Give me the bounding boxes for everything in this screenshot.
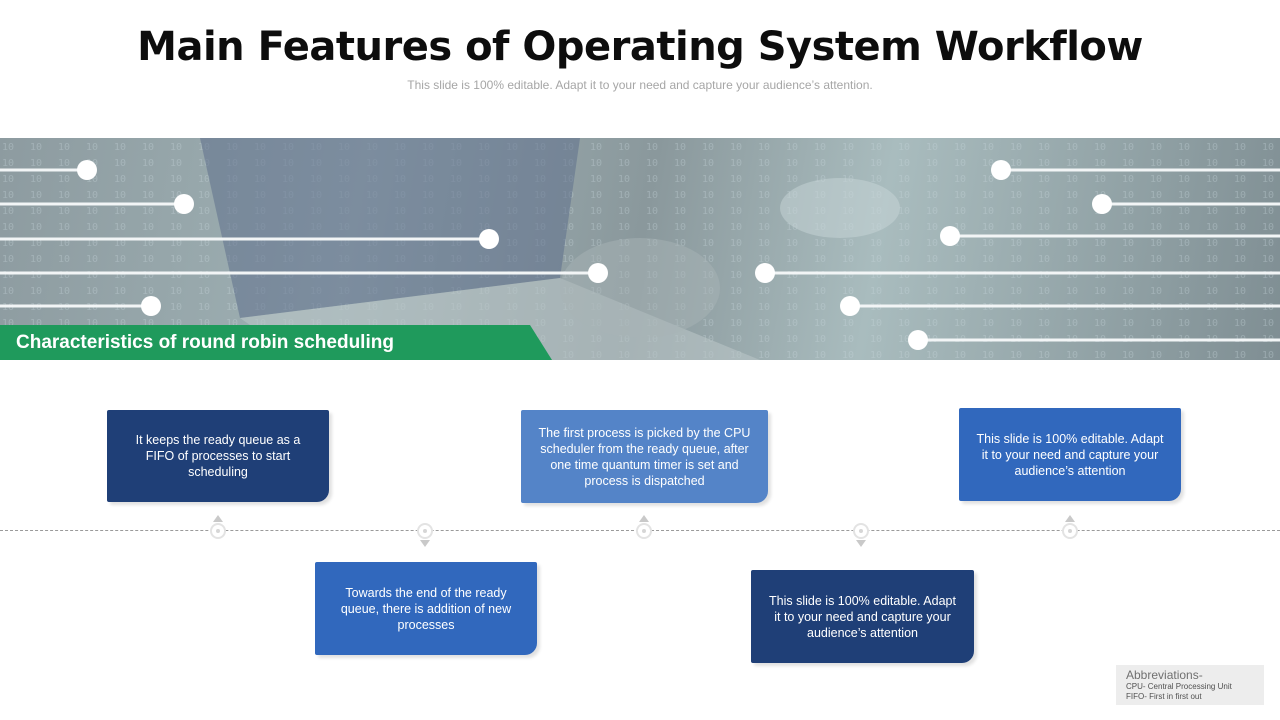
timeline-box-4: This slide is 100% editable. Adapt it to… <box>751 570 974 663</box>
timeline-box-2-text: Towards the end of the ready queue, ther… <box>340 585 512 632</box>
left-connector-dots <box>77 160 608 316</box>
abbreviations-box: Abbreviations- CPU- Central Processing U… <box>1116 665 1264 705</box>
timeline-box-5-text: This slide is 100% editable. Adapt it to… <box>976 431 1164 478</box>
timeline-arrow-down-2 <box>420 540 430 547</box>
slide-title: Main Features of Operating System Workfl… <box>137 24 1143 70</box>
timeline-box-5: This slide is 100% editable. Adapt it to… <box>959 408 1181 501</box>
banner-image: 10 <box>0 138 1280 360</box>
left-connector-lines <box>0 168 598 308</box>
timeline-node-2 <box>417 523 433 539</box>
abbreviation-cpu: CPU- Central Processing Unit <box>1126 682 1232 691</box>
timeline-box-3-text: The first process is picked by the CPU s… <box>538 425 751 488</box>
timeline-node-1 <box>210 523 226 539</box>
timeline-arrow-up-3 <box>639 515 649 522</box>
right-connector-lines <box>765 168 1280 342</box>
banner-graphic: 10 <box>0 138 1280 360</box>
timeline-arrow-up-1 <box>213 515 223 522</box>
coffee-cup <box>780 178 900 238</box>
abbreviations-heading: Abbreviations- <box>1126 668 1203 682</box>
timeline-box-2: Towards the end of the ready queue, ther… <box>315 562 537 655</box>
slide-subtitle: This slide is 100% editable. Adapt it to… <box>407 78 873 92</box>
hand-shape <box>560 238 720 338</box>
timeline-box-1-text: It keeps the ready queue as a FIFO of pr… <box>135 433 301 479</box>
right-connector-dots <box>755 160 1112 350</box>
banner-label: Characteristics of round robin schedulin… <box>0 325 552 360</box>
timeline-node-5 <box>1062 523 1078 539</box>
timeline-node-4 <box>853 523 869 539</box>
timeline-box-3: The first process is picked by the CPU s… <box>521 410 768 503</box>
timeline-box-4-text: This slide is 100% editable. Adapt it to… <box>769 593 956 640</box>
timeline-arrow-up-5 <box>1065 515 1075 522</box>
abbreviation-fifo: FIFO- First in first out <box>1126 692 1202 701</box>
timeline-arrow-down-4 <box>856 540 866 547</box>
timeline-box-1: It keeps the ready queue as a FIFO of pr… <box>107 410 329 502</box>
timeline-node-3 <box>636 523 652 539</box>
banner-label-text: Characteristics of round robin schedulin… <box>16 332 394 353</box>
